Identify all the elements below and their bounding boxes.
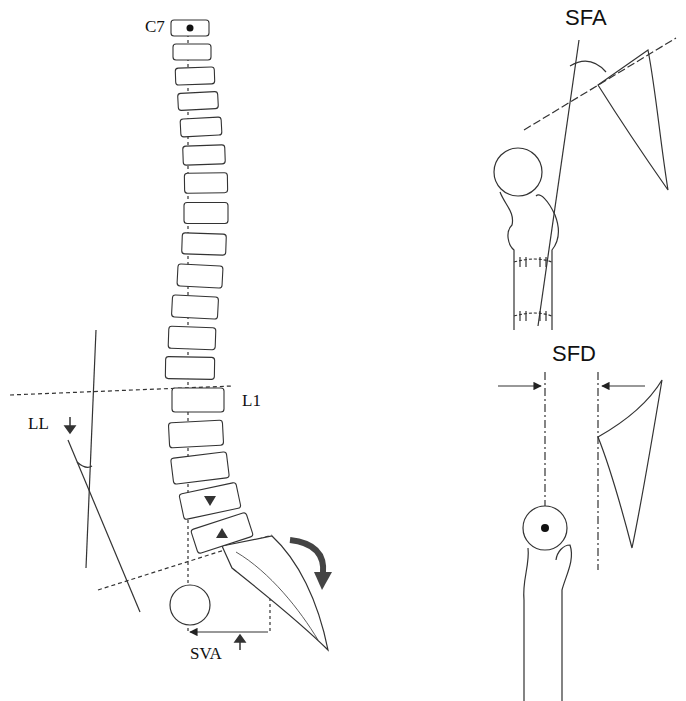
ll-perpendicular	[68, 440, 140, 612]
sacrum-contour	[236, 552, 318, 640]
vertebra	[183, 145, 226, 165]
sacral-endplate-line	[524, 38, 676, 130]
fixation-mark	[545, 257, 546, 267]
vertebra	[173, 44, 211, 60]
sacrum	[222, 536, 328, 650]
vertebra	[182, 233, 227, 256]
down-arrow-head	[65, 426, 75, 433]
vertebra	[165, 357, 214, 380]
femoral-head	[523, 506, 567, 550]
fixation-mark	[539, 311, 540, 321]
vertebra	[171, 295, 218, 319]
hip-center-dot	[541, 524, 549, 532]
fixation-mark	[519, 311, 520, 321]
up-arrow-head	[235, 635, 245, 642]
hip-axis-line	[544, 372, 545, 506]
ll-perpendicular	[86, 330, 96, 568]
fixation-mark	[525, 257, 526, 267]
angle-label: SFA	[565, 6, 607, 30]
vertebra	[171, 452, 230, 485]
femur	[524, 545, 572, 701]
rotation-arrowhead	[314, 572, 332, 590]
rotation-arrow	[290, 540, 323, 574]
vertebra	[168, 326, 216, 350]
angle-label: LL	[28, 415, 49, 434]
fixation-mark	[519, 257, 520, 267]
vertebra	[178, 91, 219, 110]
vertebra	[191, 512, 254, 554]
femur	[500, 192, 558, 330]
femoral-axis	[538, 40, 579, 326]
sacrum	[598, 50, 668, 190]
femoral-head	[170, 585, 210, 625]
vertebra	[184, 203, 228, 224]
down-arrow	[204, 496, 216, 506]
sfd-arrow	[602, 385, 645, 386]
vertebra	[184, 173, 227, 194]
sacrum	[598, 380, 662, 548]
c7-centroid	[187, 25, 194, 32]
sfa-angle-arc	[570, 61, 606, 72]
femoral-head	[494, 148, 542, 196]
sfd-arrow	[498, 385, 541, 386]
vertebra-label: L1	[242, 392, 261, 411]
vertebra	[171, 20, 209, 36]
vertebra	[168, 420, 223, 448]
vertebra	[177, 264, 223, 288]
vertebra	[179, 482, 241, 519]
fixation-mark	[525, 311, 526, 321]
sacral-line	[597, 372, 598, 570]
dimension-label: SVA	[190, 645, 222, 664]
vertebra	[180, 117, 222, 137]
vertebra-label: C7	[145, 18, 165, 37]
up-arrow	[216, 528, 228, 538]
dimension-label: SFD	[552, 342, 596, 366]
ll-angle-arc	[77, 462, 92, 467]
sva-dimension	[190, 631, 268, 632]
fixation-mark	[539, 257, 540, 267]
fixation-mark	[545, 311, 546, 321]
vertebra	[175, 67, 215, 85]
vertebra	[172, 388, 224, 412]
